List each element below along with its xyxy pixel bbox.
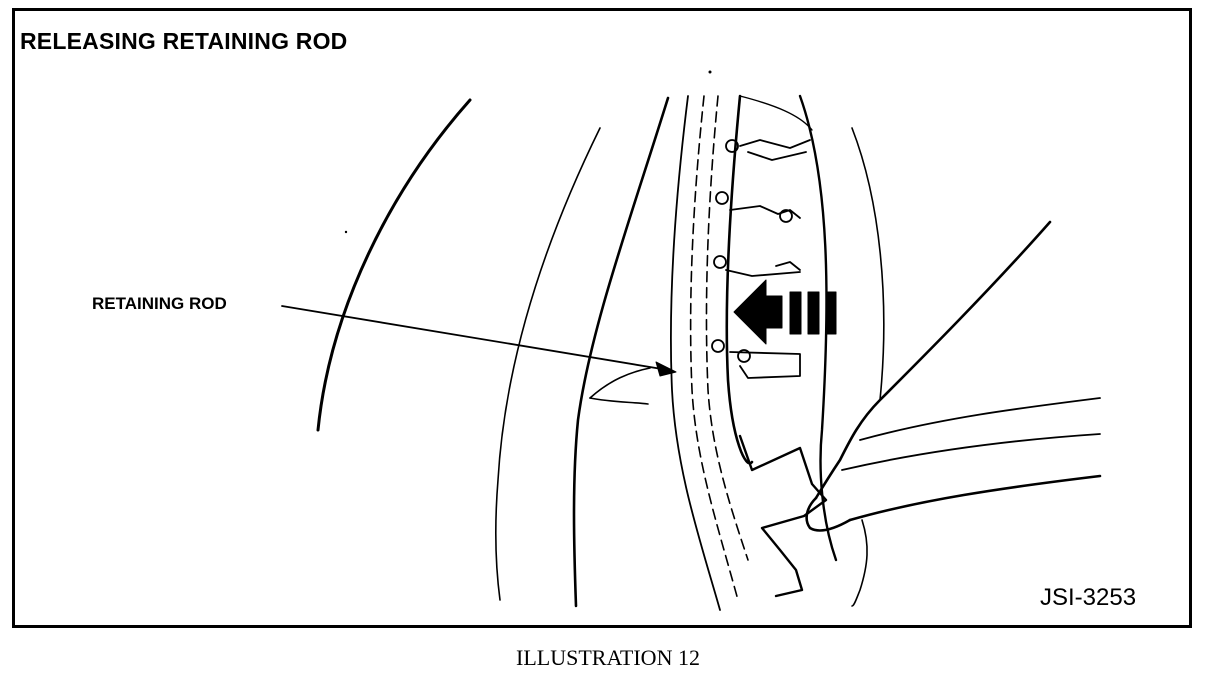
door-outer-contour [851,127,885,401]
trim-tool-upper-edge [814,220,1052,500]
trim-flap-lower [589,397,649,405]
trim-panel-edge [725,94,754,465]
trim-flap [589,367,651,399]
weatherstrip-dashed-2 [705,95,749,561]
door-panel-edge [798,94,838,562]
lower-bracket [738,434,828,598]
illustration-caption: ILLUSTRATION 12 [516,645,700,670]
trim-tool-tip [805,496,852,532]
inner-body-contour [495,127,601,601]
illustration-frame [12,8,1192,628]
push-direction-arrow [733,279,837,345]
callout-leader [281,305,669,371]
door-panel-inner [739,95,813,131]
weatherstrip-outer [669,95,721,611]
retaining-clips [711,139,811,379]
weatherstrip-dashed-1 [689,95,739,601]
callout-label-retaining-rod: RETAINING ROD [92,294,227,313]
pillar-edge-line [572,96,670,608]
scan-speck [708,70,712,74]
trim-tool-lower-edge [848,474,1102,522]
scan-speck [344,230,348,234]
diagram-title: RELEASING RETAINING ROD [20,28,348,54]
trim-tool-line-2 [841,433,1101,471]
figure-id: JSI-3253 [1040,584,1137,611]
callout-arrowhead [655,361,677,377]
outer-body-contour [316,98,472,432]
door-lower-contour [851,519,868,607]
trim-tool-line-1 [859,397,1101,441]
